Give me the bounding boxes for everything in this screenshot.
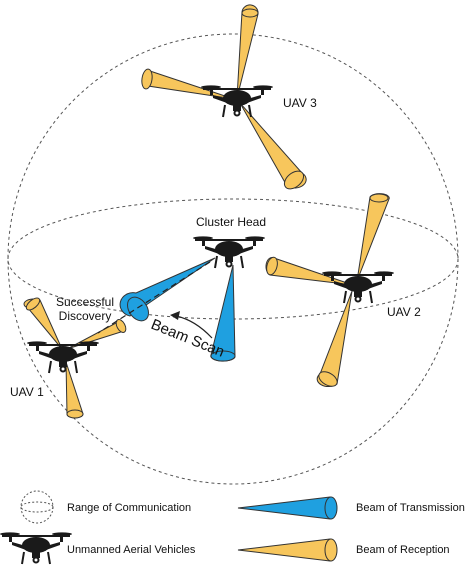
uav3-label: UAV 3 [283,96,317,110]
beam-scan-arrow [170,311,213,339]
legend: Range of Communication Unmanned Aerial V… [0,490,465,565]
uav3-drone [200,84,274,118]
legend-reception-icon [237,538,338,562]
uav2-drone [321,270,395,304]
legend-uav-icon [0,531,73,565]
uav1-reception-beams [23,297,127,419]
cluster-head-label: Cluster Head [196,215,266,229]
uav3-reception-beams [141,4,307,190]
uav2-label: UAV 2 [387,305,421,319]
discovery-link [97,261,211,334]
legend-reception-label: Beam of Reception [356,544,450,556]
legend-transmission-icon [237,496,338,520]
transmission-beams [119,257,236,362]
legend-range-icon [20,490,54,524]
discovery-label-line1: Successful [56,295,114,309]
legend-transmission-label: Beam of Transmission [356,502,465,514]
legend-range-label: Range of Communication [67,502,191,514]
discovery-label-line2: Discovery [59,309,112,323]
uav2-reception-beams [265,193,390,388]
uav1-label: UAV 1 [10,385,44,399]
legend-uav-label: Unmanned Aerial Vehicles [67,544,196,556]
uav1-drone [26,340,100,374]
